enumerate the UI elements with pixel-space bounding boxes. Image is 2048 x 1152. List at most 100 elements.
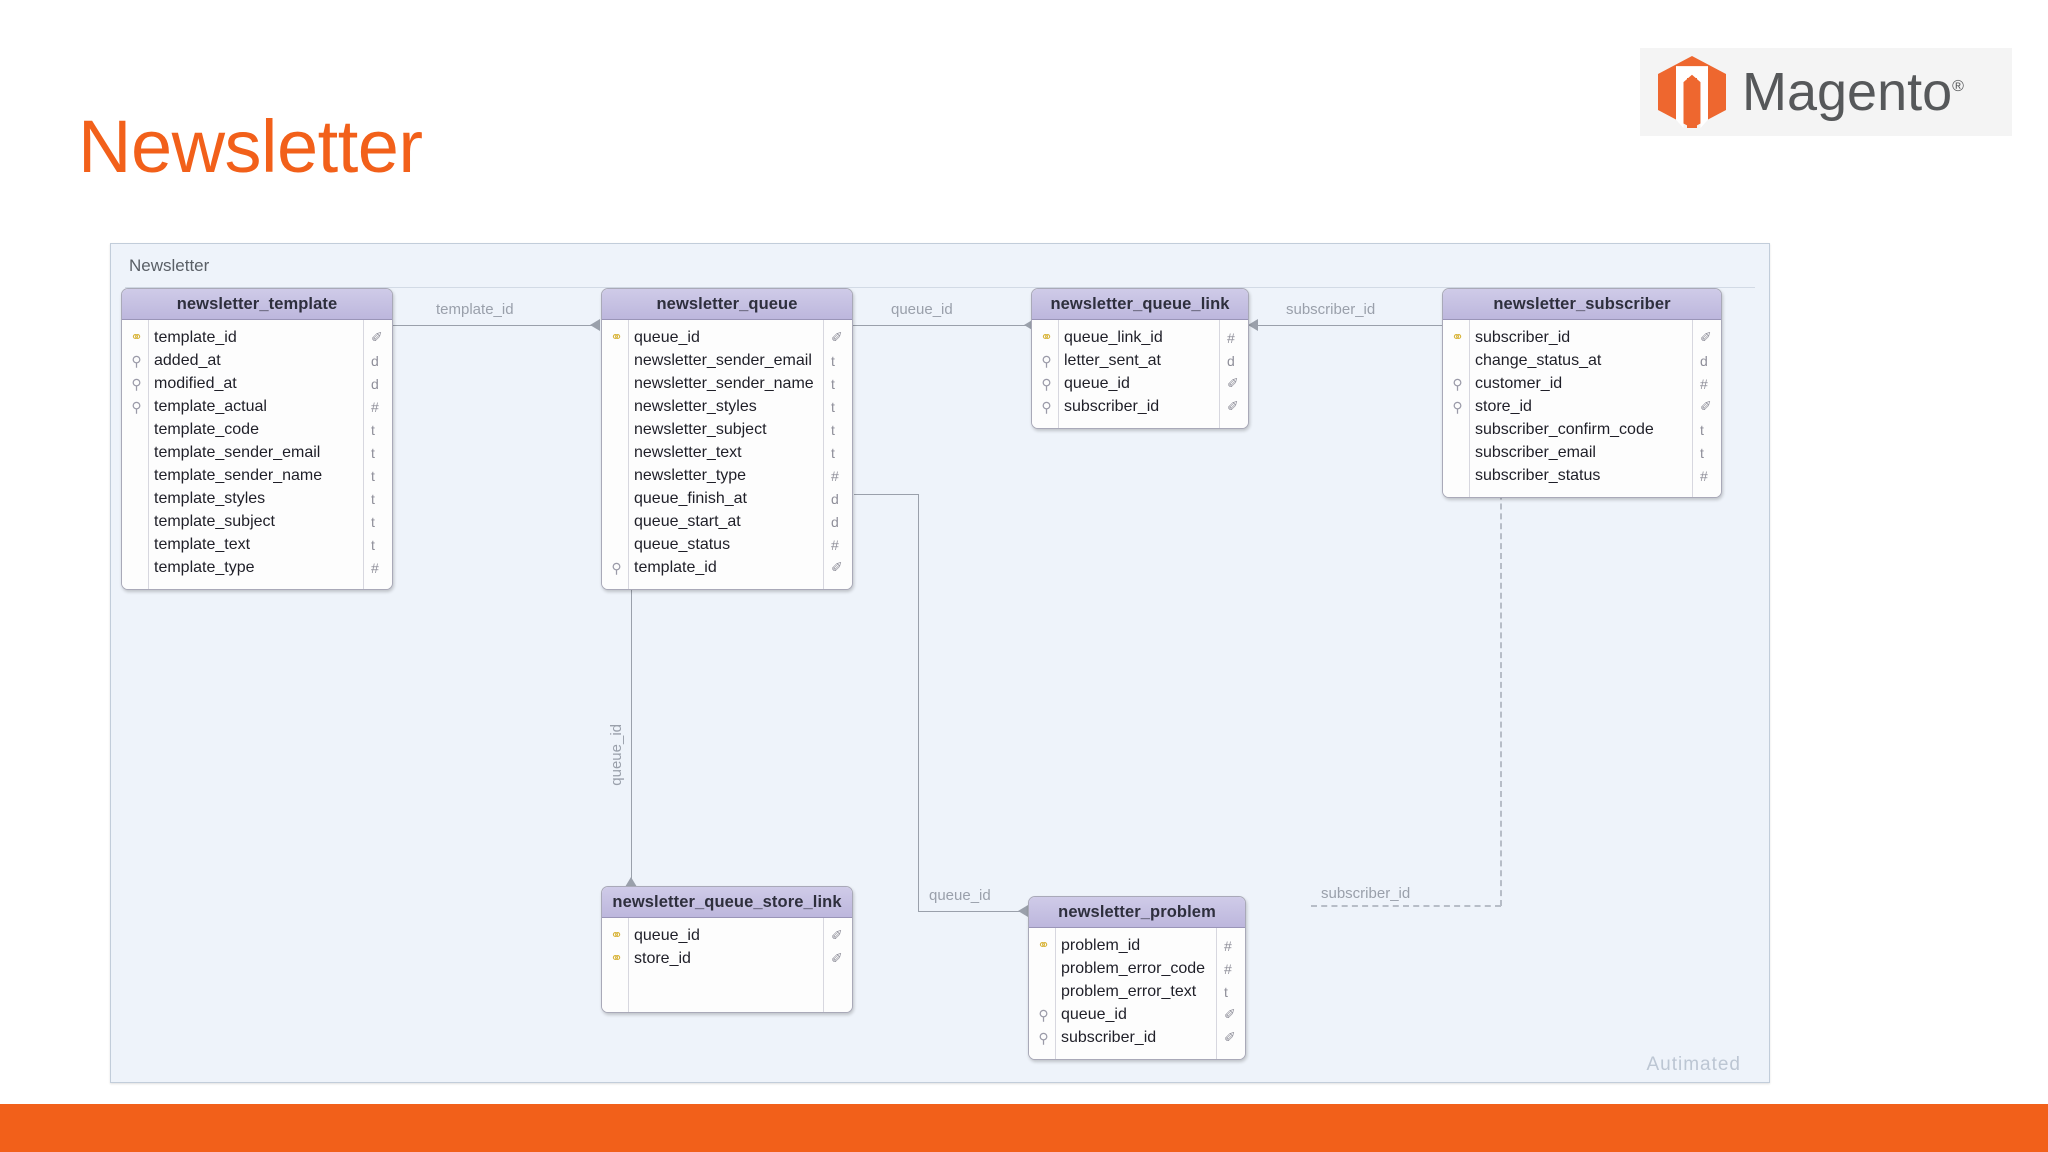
entity-title: newsletter_template [122, 289, 392, 320]
field-row[interactable]: template_text t [122, 533, 392, 556]
entity-newsletter-queue-link[interactable]: newsletter_queue_link ⚭ queue_link_id # … [1031, 288, 1249, 429]
field-name: customer_id [1475, 374, 1563, 392]
field-row[interactable]: newsletter_type # [602, 464, 852, 487]
foreign-key-icon: ⚲ [1041, 352, 1052, 369]
field-row[interactable]: newsletter_styles t [602, 395, 852, 418]
field-name: newsletter_type [634, 466, 747, 484]
field-type: ✐ [1224, 1006, 1236, 1022]
entity-fields: ⚭ queue_link_id # ⚲ letter_sent_at d ⚲ q… [1032, 320, 1248, 428]
field-row[interactable]: problem_error_text t [1029, 980, 1245, 1003]
primary-key-icon: ⚭ [1451, 329, 1464, 346]
field-name: subscriber_confirm_code [1475, 420, 1654, 438]
field-row[interactable]: ⚲ queue_id ✐ [1032, 372, 1248, 395]
field-name: store_id [634, 949, 691, 967]
field-name: problem_id [1061, 936, 1141, 954]
field-row[interactable]: newsletter_sender_email t [602, 349, 852, 372]
field-row[interactable]: change_status_at d [1443, 349, 1721, 372]
field-name: template_subject [154, 512, 275, 530]
field-name: newsletter_sender_email [634, 351, 812, 369]
field-type: t [831, 398, 835, 415]
foreign-key-icon: ⚲ [1038, 1006, 1049, 1023]
primary-key-icon: ⚭ [1040, 329, 1053, 346]
field-type: ✐ [1700, 398, 1712, 414]
entity-fields: ⚭ queue_id ✐ newsletter_sender_email t n… [602, 320, 852, 589]
field-type: ✐ [1224, 1029, 1236, 1045]
field-name: template_styles [154, 489, 266, 507]
field-row[interactable]: queue_finish_at d [602, 487, 852, 510]
field-type: d [1227, 352, 1235, 369]
field-row[interactable]: queue_status # [602, 533, 852, 556]
field-row[interactable]: ⚲ store_id ✐ [1443, 395, 1721, 418]
rel-label-subscriber-id-top: subscriber_id [1286, 301, 1376, 318]
field-row[interactable]: ⚭ problem_id # [1029, 934, 1245, 957]
primary-key-icon: ⚭ [610, 927, 623, 944]
entity-newsletter-problem[interactable]: newsletter_problem ⚭ problem_id # proble… [1028, 896, 1246, 1060]
field-row[interactable]: ⚭ store_id ✐ [602, 947, 852, 970]
field-row[interactable]: template_code t [122, 418, 392, 441]
foreign-key-icon: ⚲ [131, 352, 142, 369]
primary-key-icon: ⚭ [1037, 937, 1050, 954]
field-row[interactable]: template_sender_email t [122, 441, 392, 464]
field-type: ✐ [1227, 398, 1239, 414]
field-row[interactable]: ⚲ modified_at d [122, 372, 392, 395]
field-row[interactable]: template_styles t [122, 487, 392, 510]
field-type: # [1227, 329, 1235, 346]
field-row[interactable]: ⚲ subscriber_id ✐ [1032, 395, 1248, 418]
field-row[interactable]: ⚭ template_id ✐ [122, 326, 392, 349]
field-row[interactable]: newsletter_text t [602, 441, 852, 464]
field-row[interactable]: problem_error_code # [1029, 957, 1245, 980]
field-type: ✐ [371, 329, 383, 345]
field-type: t [371, 536, 375, 553]
field-name: subscriber_email [1475, 443, 1596, 461]
field-name: newsletter_styles [634, 397, 757, 415]
field-row[interactable]: ⚭ queue_id ✐ [602, 924, 852, 947]
field-name: template_sender_name [154, 466, 323, 484]
field-row[interactable]: ⚲ queue_id ✐ [1029, 1003, 1245, 1026]
field-row[interactable]: newsletter_subject t [602, 418, 852, 441]
field-type: t [371, 444, 375, 461]
entity-newsletter-subscriber[interactable]: newsletter_subscriber ⚭ subscriber_id ✐ … [1442, 288, 1722, 498]
field-name: problem_error_text [1061, 982, 1197, 1000]
field-row[interactable]: newsletter_sender_name t [602, 372, 852, 395]
field-name: queue_status [634, 535, 731, 553]
field-type: ✐ [831, 329, 843, 345]
field-name: queue_id [634, 328, 700, 346]
entity-newsletter-queue[interactable]: newsletter_queue ⚭ queue_id ✐ newsletter… [601, 288, 853, 590]
field-type: ✐ [1700, 329, 1712, 345]
field-type: # [831, 536, 839, 553]
rel-label-queue-id-vertical: queue_id [608, 724, 625, 786]
field-row[interactable]: ⚲ letter_sent_at d [1032, 349, 1248, 372]
field-type: d [1700, 352, 1708, 369]
field-row[interactable]: template_subject t [122, 510, 392, 533]
field-row[interactable]: ⚭ subscriber_id ✐ [1443, 326, 1721, 349]
field-row[interactable]: ⚲ customer_id # [1443, 372, 1721, 395]
field-row[interactable]: ⚲ added_at d [122, 349, 392, 372]
field-row[interactable]: template_type # [122, 556, 392, 579]
primary-key-icon: ⚭ [130, 329, 143, 346]
foreign-key-icon: ⚲ [611, 559, 622, 576]
field-type: t [1700, 444, 1704, 461]
field-name: newsletter_sender_name [634, 374, 814, 392]
field-name: newsletter_subject [634, 420, 767, 438]
field-type: # [1224, 960, 1232, 977]
field-row[interactable]: ⚲ template_actual # [122, 395, 392, 418]
connector-queue-id-vertical-arrow [625, 877, 637, 887]
field-row[interactable]: queue_start_at d [602, 510, 852, 533]
field-row[interactable]: ⚭ queue_id ✐ [602, 326, 852, 349]
field-row[interactable]: subscriber_status # [1443, 464, 1721, 487]
field-row[interactable]: ⚲ template_id ✐ [602, 556, 852, 579]
connector-template-id [393, 325, 600, 326]
field-row[interactable]: ⚲ subscriber_id ✐ [1029, 1026, 1245, 1049]
field-row[interactable]: ⚭ queue_link_id # [1032, 326, 1248, 349]
field-row[interactable]: subscriber_confirm_code t [1443, 418, 1721, 441]
entity-newsletter-template[interactable]: newsletter_template ⚭ template_id ✐ ⚲ ad… [121, 288, 393, 590]
field-type: t [1700, 421, 1704, 438]
field-type: # [371, 398, 379, 415]
entity-title: newsletter_subscriber [1443, 289, 1721, 320]
entity-newsletter-queue-store-link[interactable]: newsletter_queue_store_link ⚭ queue_id ✐… [601, 886, 853, 1013]
rel-label-queue-id-bottom: queue_id [929, 887, 991, 904]
field-name: subscriber_status [1475, 466, 1601, 484]
field-name: queue_id [634, 926, 700, 944]
field-row[interactable]: template_sender_name t [122, 464, 392, 487]
field-row[interactable]: subscriber_email t [1443, 441, 1721, 464]
